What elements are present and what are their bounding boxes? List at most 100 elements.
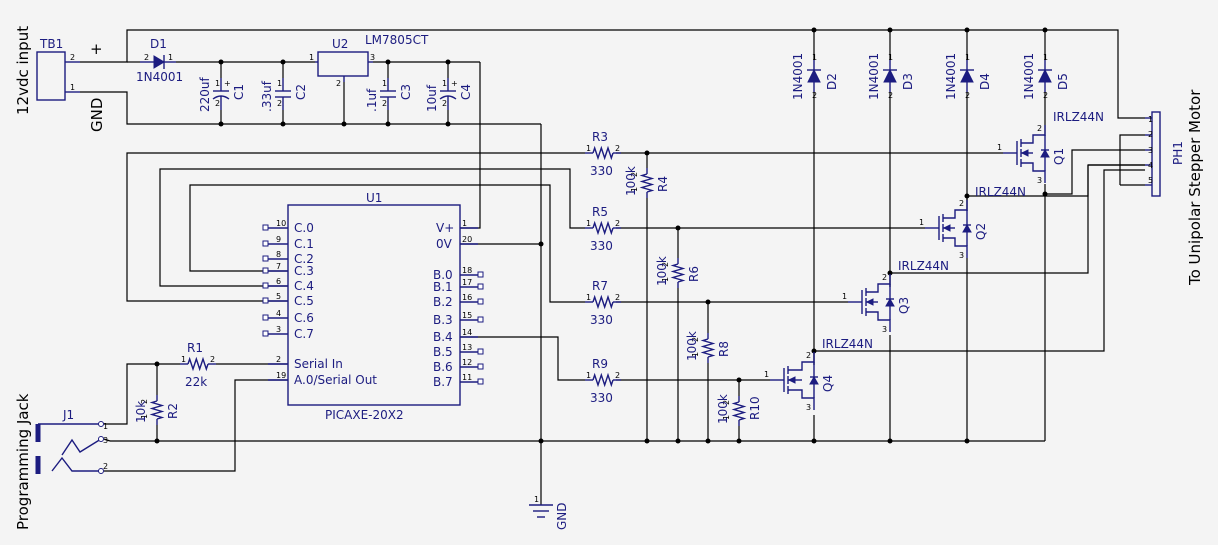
u1-left-pin: 8 C.2 (262, 250, 314, 266)
c1-plus: + (224, 79, 231, 88)
c4-ref: C4 (459, 84, 473, 100)
r4-ref: R4 (656, 176, 670, 192)
c1-value: 220uf (198, 76, 212, 112)
q2-pin-g: 1 (919, 218, 924, 227)
u1-pin-number: 19 (276, 371, 286, 380)
r3-value: 330 (590, 164, 613, 178)
q1-ref: Q1 (1052, 148, 1066, 165)
u1-ref: U1 (366, 191, 382, 205)
q1-pin-g: 1 (997, 143, 1002, 152)
u1-pin-name: B.2 (433, 295, 453, 309)
c2-value: .33uf (260, 80, 274, 112)
r1-pin1: 1 (181, 355, 186, 364)
c3-ref: C3 (399, 84, 413, 100)
tb1-pin1: 1 (70, 83, 75, 92)
junctions (154, 27, 1048, 444)
u1-pin-number: 4 (276, 309, 281, 318)
d3-pin1: 1 (888, 53, 893, 62)
tb1-ref: TB1 (39, 37, 63, 51)
q4-ref: Q4 (821, 375, 835, 392)
u1-pin-name: C.6 (294, 311, 314, 325)
r7-value: 330 (590, 313, 613, 327)
u1-pin-number: 12 (462, 358, 472, 367)
d5-pin2: 2 (1043, 91, 1048, 100)
u2-pin1: 1 (309, 53, 314, 62)
u1-pin-name: C.5 (294, 294, 314, 308)
r6-pin2: 2 (661, 262, 670, 267)
j1-jack: J1 1 3 2 (35, 408, 108, 474)
u2-pin2: 2 (336, 79, 341, 88)
d5-value: 1N4001 (1022, 53, 1036, 100)
d1-pin-k: 1 (168, 53, 173, 62)
u1-pin-number: 1 (462, 219, 467, 228)
d3-value: 1N4001 (867, 53, 881, 100)
q4-pin-d: 2 (806, 351, 811, 360)
d1-ref: D1 (150, 37, 167, 51)
c4-plus: + (451, 79, 458, 88)
q3-value: IRLZ44N (898, 259, 949, 273)
r4-pin1: 1 (630, 187, 639, 192)
u2-pin3: 3 (370, 53, 375, 62)
d4-pin1: 1 (965, 53, 970, 62)
u1-right-pin: 20 0V (436, 235, 478, 251)
r2-pin2: 2 (140, 399, 149, 404)
c4-pin1: 1 (442, 79, 447, 88)
j1-pin3: 3 (103, 436, 108, 445)
u1-pin-name: 0V (436, 237, 453, 251)
u2-regulator: U2 LM7805CT 1 3 2 (309, 33, 429, 88)
u1-left-pin: 4 C.6 (262, 309, 314, 325)
u1-pin-name: C.2 (294, 252, 314, 266)
u1-pin-number: 17 (462, 278, 472, 287)
u1-pin-number: 14 (462, 328, 472, 337)
wires (80, 29, 1145, 505)
u1-pin-number: 2 (276, 355, 281, 364)
d2-ref: D2 (825, 73, 839, 90)
u1-pin-number: 5 (276, 292, 281, 301)
q2-pin-s: 3 (959, 251, 964, 260)
q4-pin-s: 3 (806, 403, 811, 412)
d5-ref: D5 (1056, 73, 1070, 90)
ph1-pin3: 3 (1148, 146, 1153, 155)
d2-pin2: 2 (812, 91, 817, 100)
r9-pin2: 2 (615, 371, 620, 380)
u1-pin-number: 8 (276, 250, 281, 259)
plus-label: + (90, 40, 103, 58)
u1-pin-name: B.1 (433, 280, 453, 294)
ground-symbol: 1 GND (529, 495, 569, 530)
ph1-pin4: 4 (1148, 161, 1153, 170)
r1-pin2: 2 (210, 355, 215, 364)
c1-ref: C1 (232, 84, 246, 100)
r6-pin1: 1 (661, 277, 670, 282)
c2-ref: C2 (294, 84, 308, 100)
u1-pin-number: 3 (276, 325, 281, 334)
u2-value: LM7805CT (365, 33, 429, 47)
u1-right-pin: 16 B.2 (433, 293, 484, 309)
r2-pin1: 1 (140, 414, 149, 419)
u1-pin-number: 20 (462, 235, 472, 244)
q1-pin-d: 2 (1037, 124, 1042, 133)
d1-value: 1N4001 (136, 70, 183, 84)
u1-pin-name: B.6 (433, 360, 453, 374)
c2-pin2: 2 (277, 99, 282, 108)
u1-right-pin: 13B.5 (433, 343, 484, 359)
q3-pin-s: 3 (882, 325, 887, 334)
d4-ref: D4 (978, 73, 992, 90)
u1-pin-name: B.3 (433, 313, 453, 327)
u1-pin-number: 16 (462, 293, 472, 302)
c1-pin1: 1 (215, 79, 220, 88)
r5-pin2: 2 (615, 219, 620, 228)
q3-pin-d: 2 (882, 273, 887, 282)
